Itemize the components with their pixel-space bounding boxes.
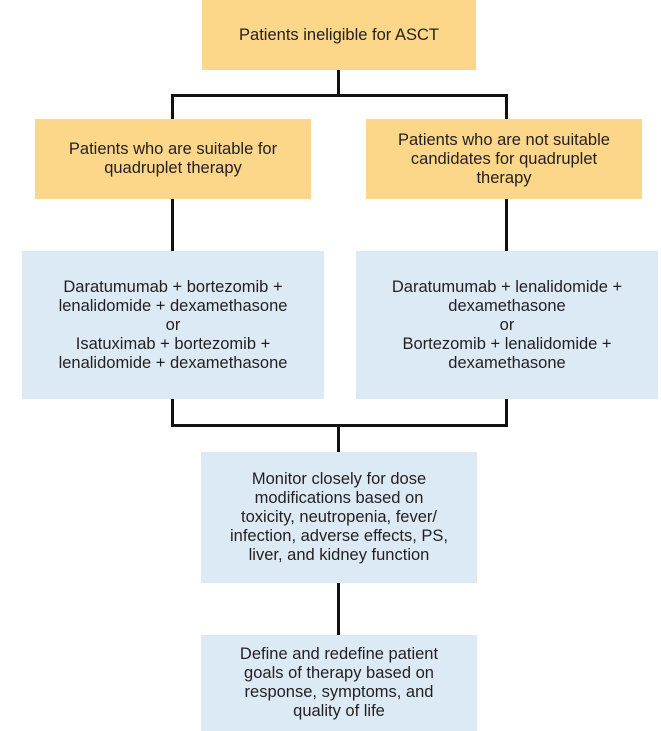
goals-box: Define and redefine patient goals of the… bbox=[201, 635, 477, 731]
connector-left-regimen-down bbox=[171, 398, 174, 427]
triplet-regimen-line: Daratumumab + lenalidomide + bbox=[391, 277, 623, 296]
quadruplet-regimen-line: lenalidomide + dexamethasone bbox=[58, 296, 288, 315]
triplet-regimen-line: Bortezomib + lenalidomide + bbox=[402, 334, 612, 353]
triplet-regimen-box: Daratumumab + lenalidomide + dexamethaso… bbox=[356, 251, 658, 399]
connector-top-horizontal bbox=[171, 94, 508, 97]
goals-line: response, symptoms, and bbox=[244, 683, 434, 701]
suitable-quadruplet-line: Patients who are suitable for bbox=[68, 140, 278, 158]
not-suitable-quadruplet-line: therapy bbox=[476, 168, 532, 187]
not-suitable-quadruplet-line: Patients who are not suitable bbox=[398, 130, 610, 149]
connector-root-down bbox=[337, 69, 340, 96]
goals-line: goals of therapy based on bbox=[244, 664, 434, 682]
quadruplet-regimen-line: Daratumumab + bortezomib + bbox=[63, 277, 283, 296]
quadruplet-regimen-box: Daratumumab + bortezomib + lenalidomide … bbox=[22, 251, 324, 399]
monitor-box: Monitor closely for dose modifications b… bbox=[201, 452, 477, 583]
connector-monitor-to-goals bbox=[337, 582, 340, 636]
quadruplet-regimen-line: lenalidomide + dexamethasone bbox=[58, 353, 288, 372]
connector-left-top-branch bbox=[171, 94, 174, 120]
goals-line: quality of life bbox=[293, 702, 385, 720]
connector-right-regimen-down bbox=[505, 398, 508, 427]
quadruplet-regimen-or: or bbox=[165, 315, 181, 334]
suitable-quadruplet-box: Patients who are suitable for quadruplet… bbox=[35, 119, 311, 199]
triplet-regimen-line: dexamethasone bbox=[448, 296, 566, 315]
triplet-regimen-or: or bbox=[499, 315, 515, 334]
connector-left-criteria-to-regimen bbox=[171, 198, 174, 252]
monitor-line: infection, adverse effects, PS, bbox=[230, 527, 448, 545]
quadruplet-regimen-line: Isatuximab + bortezomib + bbox=[75, 334, 271, 353]
monitor-line: toxicity, neutropenia, fever/ bbox=[241, 508, 437, 526]
monitor-line: modifications based on bbox=[254, 489, 424, 507]
goals-line: Define and redefine patient bbox=[239, 645, 439, 663]
not-suitable-quadruplet-box: Patients who are not suitable candidates… bbox=[366, 119, 642, 199]
connector-merge-down bbox=[337, 424, 340, 453]
not-suitable-quadruplet-line: candidates for quadruplet bbox=[410, 149, 598, 168]
triplet-regimen-line: dexamethasone bbox=[448, 353, 566, 372]
monitor-line: liver, and kidney function bbox=[248, 546, 430, 564]
root-box: Patients ineligible for ASCT bbox=[202, 0, 476, 70]
monitor-line: Monitor closely for dose bbox=[251, 470, 427, 488]
connector-right-criteria-to-regimen bbox=[505, 198, 508, 252]
connector-right-top-branch bbox=[505, 94, 508, 120]
suitable-quadruplet-line: quadruplet therapy bbox=[104, 159, 242, 177]
root-box-line: Patients ineligible for ASCT bbox=[239, 25, 439, 44]
